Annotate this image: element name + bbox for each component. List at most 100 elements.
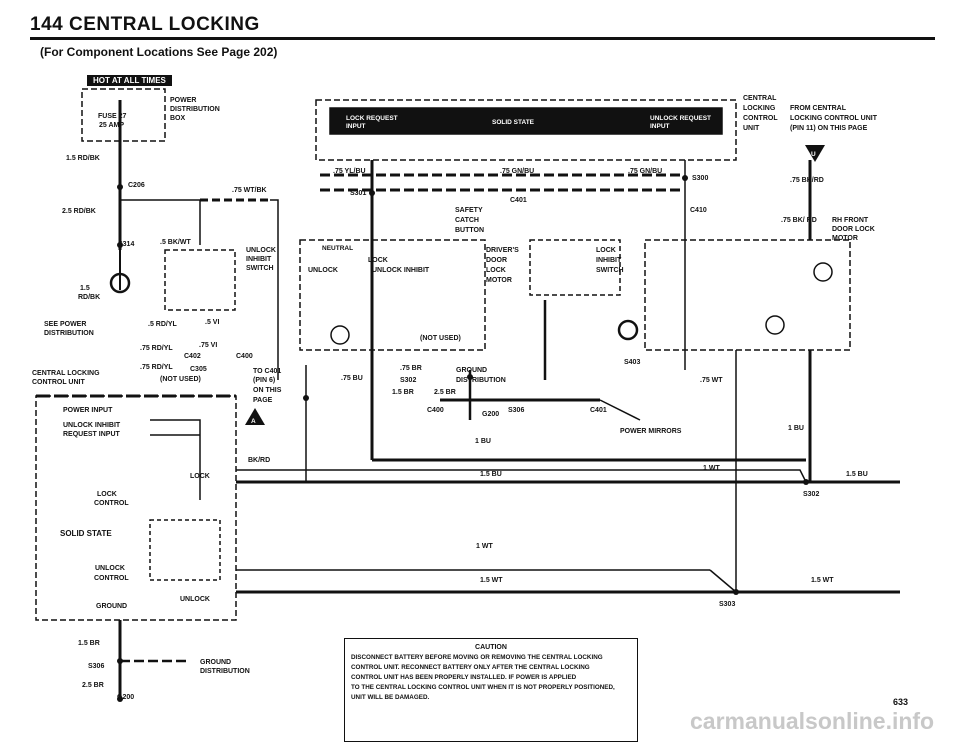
splice-s302-b: S302 <box>803 491 819 498</box>
unlock-inhibit-switch-label-3: SWITCH <box>246 265 274 272</box>
svg-text:U: U <box>811 151 816 158</box>
power-dist-label-2: DISTRIBUTION <box>170 106 220 113</box>
svg-text:A: A <box>251 418 256 425</box>
safety-catch-label-2: CATCH <box>455 217 479 224</box>
ccu-right-label-4: UNIT <box>743 125 760 132</box>
ground-g200-b: G200 <box>482 411 499 418</box>
page-title: 144 CENTRAL LOCKING <box>30 14 260 35</box>
wire-label-1wt: 1 WT <box>703 465 720 472</box>
lock-label-b: LOCK <box>368 257 388 264</box>
wire-label-rdbk: RD/BK <box>78 294 100 301</box>
connector-c206: C206 <box>128 182 145 189</box>
neutral-label: NEUTRAL <box>322 245 353 252</box>
unlock-inhibit-switch-label-2: INHIBIT <box>246 256 272 263</box>
safety-catch-label-1: SAFETY <box>455 207 483 214</box>
wire-label-75wt: .75 WT <box>700 377 723 384</box>
lock-inhibit-label-1: LOCK <box>596 247 616 254</box>
splice-s301: S301 <box>350 190 366 197</box>
ccu-label-1: CENTRAL LOCKING <box>32 370 100 377</box>
to-c401-label-3: ON THIS <box>253 387 282 394</box>
drivers-door-label-3: LOCK <box>486 267 506 274</box>
caution-line-4: TO THE CENTRAL LOCKING CONTROL UNIT WHEN… <box>351 684 615 691</box>
wire-label-75bkrd-3: .75 BK/ RD <box>781 217 817 224</box>
wire-label-75wtbk: .75 WT/BK <box>232 187 267 194</box>
splice-s306-b: S306 <box>508 407 524 414</box>
fuse-label: FUSE 27 <box>98 113 127 120</box>
from-ccu-arrow <box>805 145 825 162</box>
fuse-amp-label: 25 AMP <box>99 122 124 129</box>
rh-front-door-lock-motor-box <box>644 239 851 351</box>
power-distribution-box <box>81 88 166 142</box>
ground-dist-label-4: DISTRIBUTION <box>456 377 506 384</box>
from-ccu-label-1: FROM CENTRAL <box>790 105 847 112</box>
central-locking-control-unit-input-box <box>315 99 737 161</box>
to-c401-label-1: TO C401 <box>253 368 281 375</box>
wire-label-15bu: 1.5 BU <box>480 471 502 478</box>
wire-label-bkrd: BK/RD <box>248 457 270 464</box>
page-subtitle: (For Component Locations See Page 202) <box>40 45 278 59</box>
unlock-inhibit-req-1: UNLOCK INHIBIT <box>63 422 121 429</box>
connector-c410: C410 <box>690 207 707 214</box>
splice-s306: S306 <box>88 663 104 670</box>
lock-inhibit-label-3: SWITCH <box>596 267 624 274</box>
wire-label-1bu: 1 BU <box>475 438 491 445</box>
see-power-label-1: SEE POWER <box>44 321 86 328</box>
ccu-right-label-3: CONTROL <box>743 115 778 122</box>
watermark: carmanualsonline.info <box>690 708 935 734</box>
wire-label-25br: 2.5 BR <box>82 682 104 689</box>
central-locking-control-unit <box>35 395 237 621</box>
wire-label-1bu-right: 1 BU <box>788 425 804 432</box>
drivers-door-label-1: DRIVER'S <box>486 247 519 254</box>
caution-box: CAUTION DISCONNECT BATTERY BEFORE MOVING… <box>344 638 638 742</box>
unlock-inhibit-req-2: REQUEST INPUT <box>63 431 121 438</box>
lock-control-2: CONTROL <box>94 500 129 507</box>
lock-request-label-1: LOCK REQUEST <box>346 115 398 122</box>
wire-label-5bkwt: .5 BK/WT <box>160 239 191 246</box>
wire-label-25br-2: 2.5 BR <box>434 389 456 396</box>
wire-label-15wt: 1.5 WT <box>480 577 503 584</box>
safety-catch-label-3: BUTTON <box>455 227 484 234</box>
caution-line-2: CONTROL UNIT. RECONNECT BATTERY ONLY AFT… <box>351 664 590 671</box>
unlock-inhibit-label: UNLOCK INHIBIT <box>372 267 430 274</box>
splice-s314: S314 <box>118 241 134 248</box>
connector-c402: C402 <box>184 353 201 360</box>
drivers-door-label-4: MOTOR <box>486 277 512 284</box>
caution-line-5: UNIT WILL BE DAMAGED. <box>351 694 430 701</box>
input-header-bar <box>329 107 723 135</box>
power-input-label: POWER INPUT <box>63 407 113 414</box>
splice-s303: S303 <box>719 601 735 608</box>
to-c401-label-2: (PIN 6) <box>253 377 275 384</box>
from-ccu-label-3: (PIN 11) ON THIS PAGE <box>790 125 868 132</box>
solid-state-label: SOLID STATE <box>60 529 112 538</box>
wire-label-15rdbk: 1.5 RD/BK <box>66 155 100 162</box>
unlock-label-b: UNLOCK <box>308 267 338 274</box>
to-c401-label-4: PAGE <box>253 397 273 404</box>
ground-dist-label-2: DISTRIBUTION <box>200 668 250 675</box>
ground-dist-label-3: GROUND <box>456 367 487 374</box>
wire-label-75rdyl-2: .75 RD/YL <box>140 364 173 371</box>
wire-label-25rdbk: 2.5 RD/BK <box>62 208 96 215</box>
not-used-label-2: (NOT USED) <box>420 335 461 342</box>
unlock-inhibit-switch-box <box>164 249 236 311</box>
caution-heading: CAUTION <box>475 644 507 651</box>
caution-line-3: CONTROL UNIT HAS BEEN PROPERLY INSTALLED… <box>351 674 577 681</box>
title-rule <box>30 37 935 40</box>
wire-label-15: 1.5 <box>80 285 90 292</box>
splice-s302: S302 <box>400 377 416 384</box>
connector-c401-b: C401 <box>590 407 607 414</box>
not-used-label: (NOT USED) <box>160 376 201 383</box>
ground-label: GROUND <box>96 603 127 610</box>
power-dist-label-3: BOX <box>170 115 186 122</box>
ground-g200: G200 <box>117 694 134 701</box>
wire-label-75gnbu-2: .75 GN/BU <box>628 168 662 175</box>
wire-label-15wt-right: 1.5 WT <box>811 577 834 584</box>
wire-label-75gnbu: .75 GN/BU <box>500 168 534 175</box>
lock-control-1: LOCK <box>97 491 117 498</box>
wire-label-15br-2: 1.5 BR <box>392 389 414 396</box>
wire-label-5rdyl: .5 RD/YL <box>148 321 178 328</box>
wire-label-75br: .75 BR <box>400 365 422 372</box>
wire-label-15br: 1.5 BR <box>78 640 100 647</box>
rh-front-label-1: RH FRONT <box>832 217 869 224</box>
caution-line-1: DISCONNECT BATTERY BEFORE MOVING OR REMO… <box>351 654 603 661</box>
